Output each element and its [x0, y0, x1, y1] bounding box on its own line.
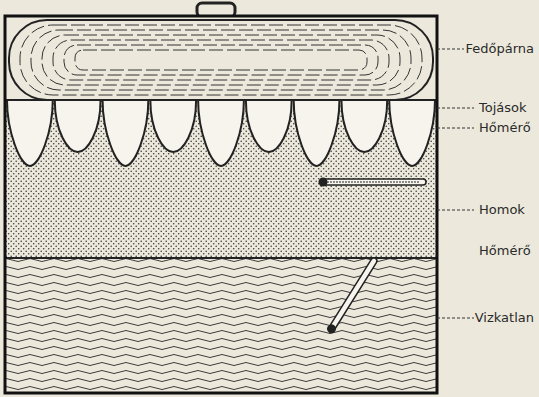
pillow-stroke [75, 50, 367, 70]
pillow-stroke [64, 45, 378, 75]
egg [55, 100, 101, 152]
eggs [7, 100, 435, 166]
part-label: Vizkatlan [474, 310, 535, 325]
egg [150, 100, 196, 152]
part-label: Hőmérő [478, 243, 532, 258]
cover-pillow [20, 25, 422, 95]
egg [294, 100, 340, 166]
egg [341, 100, 387, 152]
pillow-stroke [31, 30, 411, 90]
egg [198, 100, 244, 166]
leader-lines [437, 49, 474, 318]
part-label: Homok [478, 202, 526, 217]
pillow-stroke [42, 35, 400, 85]
egg [7, 100, 53, 166]
container [5, 16, 437, 393]
part-label: Tojások [478, 100, 528, 115]
thermometer [325, 256, 379, 335]
part-label: Hőmérő [478, 120, 532, 135]
sand-layer [6, 100, 436, 258]
egg [389, 100, 435, 166]
egg [103, 100, 149, 166]
thermometer [319, 178, 427, 187]
egg [246, 100, 292, 152]
water-layer [6, 258, 436, 393]
part-label: Fedőpárna [464, 41, 535, 56]
pillow-stroke [20, 25, 422, 95]
pillow-stroke [53, 40, 389, 80]
